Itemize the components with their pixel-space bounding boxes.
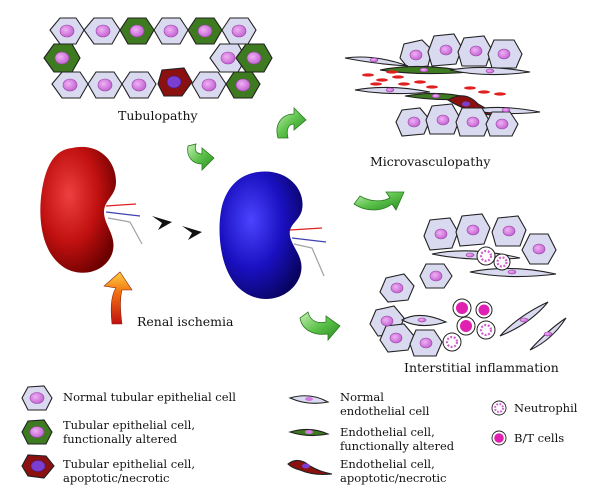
tubulopathy-nuclei	[54, 24, 262, 92]
green-arrows	[187, 107, 405, 342]
legend-swatch-bt-cell	[491, 430, 507, 446]
legend-normal-tubular: Normal tubular epithelial cell	[63, 390, 236, 404]
label-tubulopathy: Tubulopathy	[118, 108, 198, 123]
inflammation-nuclei	[380, 224, 553, 349]
legend-swatches	[21, 385, 333, 479]
label-interstitial-inflammation: Interstitial inflammation	[404, 360, 559, 375]
legend-endothelial-altered: Endothelial cell, functionally altered	[340, 425, 455, 453]
legend-endothelial-apoptotic: Endothelial cell, apoptotic/necrotic	[340, 457, 447, 485]
healthy-kidney-vessels	[289, 227, 327, 277]
legend-normal-endothelial: Normal endothelial cell	[340, 390, 430, 418]
inflammation-bt-cells	[452, 298, 493, 336]
red-blood-cells	[362, 70, 506, 96]
ischemic-kidney-vessels	[105, 203, 143, 245]
inflammation-neutrophils	[442, 246, 511, 352]
legend-swatch-neutrophil	[491, 400, 507, 416]
microvasculopathy-nuclei	[369, 44, 511, 130]
label-microvasculopathy: Microvasculopathy	[370, 154, 491, 169]
ischemia-arrow	[103, 271, 133, 325]
legend-tubular-altered: Tubular epithelial cell, functionally al…	[63, 418, 196, 446]
inflammation-cells	[369, 213, 567, 357]
apoptotic-nucleus	[166, 75, 182, 89]
legend-neutrophil: Neutrophil	[514, 401, 578, 415]
healthy-kidney	[219, 171, 303, 299]
microvasculopathy-cells	[344, 33, 541, 137]
ischemic-kidney	[40, 146, 116, 273]
legend-bt-cells: B/T cells	[514, 431, 565, 445]
apoptotic-endothelial-nucleus	[462, 101, 470, 107]
label-renal-ischemia: Renal ischemia	[137, 314, 234, 329]
legend-swatch-endothelial-apoptotic	[287, 459, 333, 476]
legend-tubular-apoptotic: Tubular epithelial cell, apoptotic/necro…	[63, 457, 196, 485]
transition-arrows	[152, 216, 202, 240]
